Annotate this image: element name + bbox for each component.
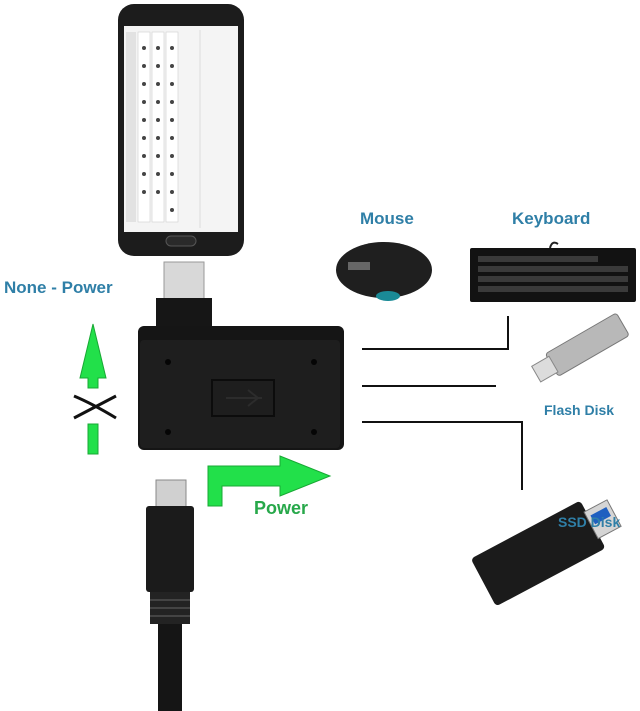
power-label: Power [254, 498, 309, 518]
power-arrow [207, 455, 332, 507]
otg-adapter [138, 326, 344, 450]
flash-disk-label: Flash Disk [544, 402, 615, 418]
none-power-label: None - Power [4, 278, 113, 297]
mouse-device [336, 242, 432, 301]
none-power-arrow [79, 323, 107, 455]
blocked-x-icon [73, 394, 117, 420]
flash-disk-device [531, 313, 629, 383]
connection-lines [362, 316, 523, 490]
usb-icon [226, 389, 262, 407]
ssd-disk-device [472, 499, 622, 606]
ssd-disk-label: SSD Disk [558, 514, 621, 530]
power-cable [146, 479, 194, 711]
keyboard-device [470, 241, 636, 302]
keyboard-label: Keyboard [512, 209, 591, 228]
smartphone [118, 4, 244, 256]
mouse-label: Mouse [360, 209, 414, 228]
